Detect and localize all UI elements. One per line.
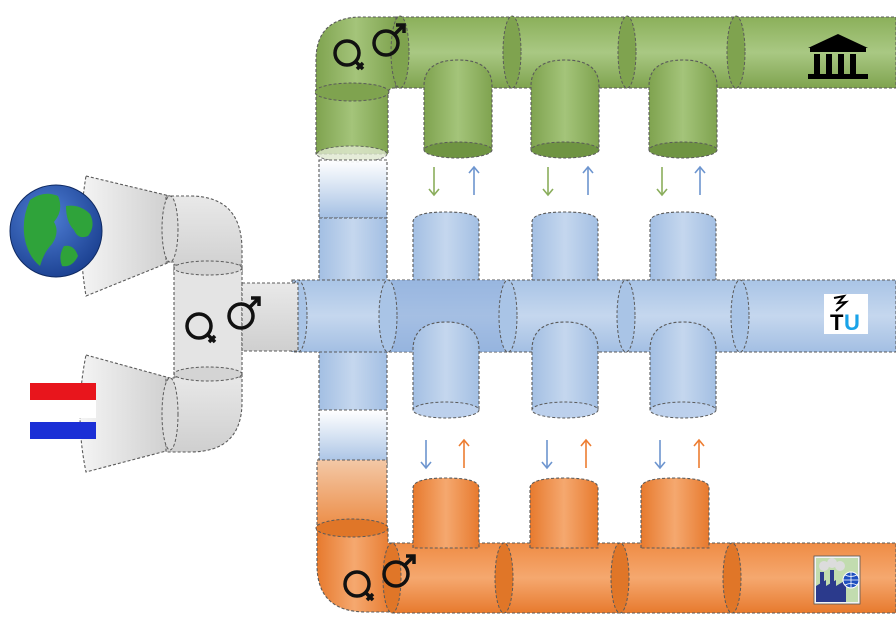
orange-tee-1 [412,477,480,549]
blue-pipe-system [288,159,896,466]
grey-elbow-bottom [165,371,243,453]
orange-tee-3 [640,477,710,549]
factory-globe-icon [813,555,861,605]
orange-pipe-system [315,459,896,614]
arrow-down-icon [654,440,666,470]
gender-symbols-icon [185,296,261,344]
tu-logo-t: T [830,310,844,335]
green-vertical-pipe [315,91,389,155]
grey-elbow-top [165,195,243,273]
arrow-up-icon [693,438,705,468]
blue-vertical-fade-top [318,159,388,219]
government-building-icon [808,34,868,79]
orange-elbow [316,527,393,613]
arrow-down-icon [542,167,554,197]
green-pipe-system [314,15,896,163]
green-tee-2 [530,59,600,159]
blue-lower-tee-2 [531,321,599,419]
grey-outlet-pipe [241,282,299,352]
arrow-down-icon [656,167,668,197]
arrow-up-icon [458,438,470,468]
flow-arrows [420,165,706,470]
gender-symbols-icon [333,23,406,71]
arrow-up-icon [582,165,594,195]
blue-upper-tee-3 [649,211,717,283]
globe-icon [9,184,103,278]
orange-vertical-fade [316,459,388,531]
tu-delft-logo-icon: T U [824,294,868,335]
orange-main-pipe [391,542,896,614]
grey-input-system [79,175,299,473]
arrow-up-icon [580,438,592,468]
orange-tee-2 [529,477,599,549]
blue-lower-tee-1 [412,321,480,419]
green-tee-1 [423,59,493,159]
arrow-down-icon [428,167,440,197]
arrow-down-icon [541,440,553,470]
netherlands-flag-icon [30,383,96,439]
blue-upper-tee-1 [412,211,480,283]
tu-logo-u: U [844,310,860,335]
blue-lower-tee-3 [649,321,717,419]
green-tee-3 [648,59,718,159]
arrow-up-icon [468,165,480,195]
gender-symbols-icon [343,554,416,602]
blue-vertical-fade-bottom [318,409,388,466]
arrow-up-icon [694,165,706,195]
arrow-down-icon [420,440,432,470]
grey-funnel-bottom [79,354,171,473]
blue-upper-tee-2 [531,211,599,283]
